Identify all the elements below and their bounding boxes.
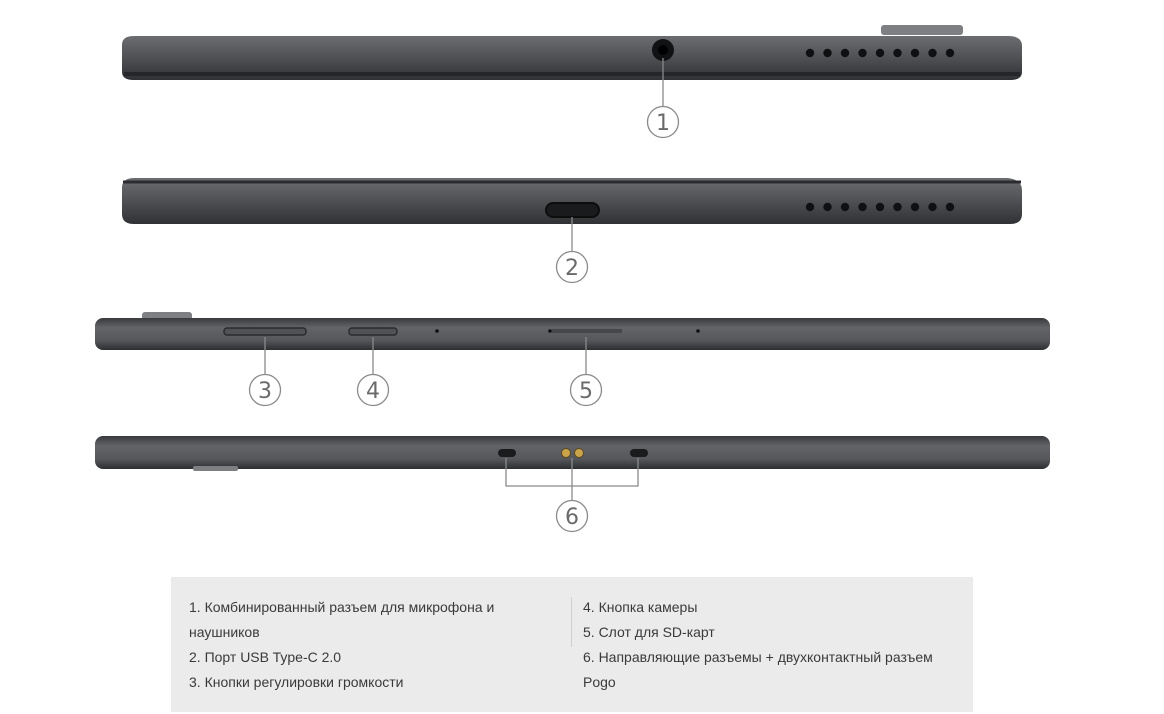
speaker-hole <box>840 202 850 212</box>
callout-5: 5 <box>569 373 603 407</box>
tablet-usb-edge <box>122 178 1022 224</box>
pogo-pin <box>561 448 571 458</box>
speaker-hole <box>858 48 867 58</box>
callout-1: 1 <box>646 105 680 139</box>
callout-6: 6 <box>555 499 589 533</box>
camera-bump <box>881 25 963 35</box>
legend-panel: 1. Комбинированный разъем для микрофона … <box>171 577 973 712</box>
sd-card-slot <box>552 329 622 333</box>
callout-number: 3 <box>258 379 272 404</box>
volume-buttons <box>223 327 307 336</box>
speaker-hole <box>805 202 815 212</box>
speaker-hole <box>858 202 867 212</box>
speaker-hole <box>840 48 850 58</box>
usb-c-port <box>545 202 600 218</box>
tablet-side-body <box>95 318 1050 350</box>
speaker-hole <box>875 202 885 212</box>
callout-number: 4 <box>366 379 380 404</box>
tablet-pogo-side-body <box>95 436 1050 469</box>
speaker-hole <box>928 202 937 212</box>
speaker-hole <box>893 202 902 212</box>
callout-4: 4 <box>356 373 390 407</box>
speaker-grille-bottom <box>805 202 955 212</box>
speaker-grille-top <box>805 48 955 58</box>
legend-line: Pogo <box>583 674 616 690</box>
tablet-bottom-body <box>122 178 1022 224</box>
legend-right-column: 4. Кнопка камеры 5. Слот для SD-карт 6. … <box>583 595 963 695</box>
legend-line: 4. Кнопка камеры <box>583 599 698 615</box>
speaker-hole <box>945 202 955 212</box>
legend-left-column: 1. Комбинированный разъем для микрофона … <box>189 595 569 695</box>
callout-number: 2 <box>565 256 579 281</box>
speaker-hole <box>893 48 902 58</box>
speaker-hole <box>910 202 920 212</box>
speaker-hole <box>945 48 955 58</box>
guide-connector-left <box>498 449 516 457</box>
speaker-hole <box>823 202 832 212</box>
tablet-top-edge <box>122 25 1022 80</box>
legend-line: 5. Слот для SD-карт <box>583 624 715 640</box>
speaker-hole <box>805 48 815 58</box>
callout-3: 3 <box>248 373 282 407</box>
microphone-hole <box>696 329 700 333</box>
guide-connector-right <box>630 449 648 457</box>
tablet-button-side <box>95 312 1050 350</box>
microphone-hole <box>435 329 439 333</box>
speaker-hole <box>823 48 832 58</box>
callout-number: 6 <box>565 505 579 530</box>
callout-number: 5 <box>579 379 593 404</box>
legend-line: 6. Направляющие разъемы + двухконтактный… <box>583 649 933 665</box>
speaker-hole <box>910 48 920 58</box>
microphone-hole <box>548 329 552 333</box>
leader-lines <box>264 58 664 500</box>
speaker-hole <box>875 48 885 58</box>
legend-divider <box>571 597 572 647</box>
callout-number: 1 <box>656 111 670 136</box>
callout-2: 2 <box>555 250 589 284</box>
tablet-top-body <box>122 36 1022 80</box>
camera-button <box>348 327 398 336</box>
tablet-pogo-side <box>95 436 1050 471</box>
legend-line: 3. Кнопки регулировки громкости <box>189 674 404 690</box>
tablet-edges-diagram: 1 2 3 4 5 6 <box>95 25 1050 533</box>
legend-line: 1. Комбинированный разъем для микрофона … <box>189 599 495 615</box>
speaker-hole <box>928 48 937 58</box>
legend-line: 2. Порт USB Type-C 2.0 <box>189 649 342 665</box>
legend-line: наушников <box>189 624 260 640</box>
pogo-pin <box>574 448 584 458</box>
